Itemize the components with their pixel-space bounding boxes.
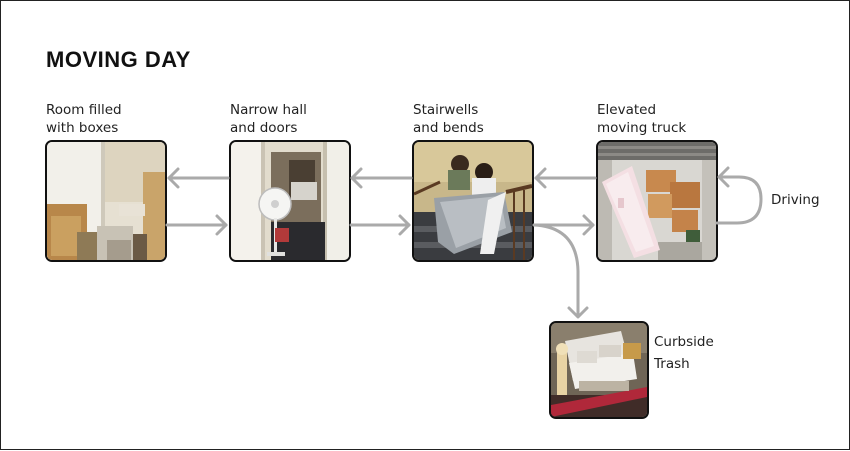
arrow-stairs-to-trash xyxy=(532,223,580,317)
photo-couch-on-curb xyxy=(549,321,649,419)
step-label-stairs: Stairwells and bends xyxy=(413,102,484,136)
step-label-hall: Narrow hall and doors xyxy=(230,102,307,136)
arrow-head-hall-to-room xyxy=(167,167,180,189)
photo-room-with-boxes xyxy=(45,140,167,262)
arrow-head-truck-to-stairs xyxy=(534,167,547,189)
step-label-room: Room filled with boxes xyxy=(46,102,122,136)
photo-truck-interior xyxy=(596,140,718,262)
arrow-head-room-to-hall xyxy=(215,214,228,236)
diagram-title: MOVING DAY xyxy=(46,47,191,72)
arrow-head-driving-loop xyxy=(717,166,730,188)
photo-stairwell-couch xyxy=(412,140,534,262)
loop-label-driving: Driving xyxy=(771,192,820,208)
arrow-head-stairs-to-hall xyxy=(350,167,363,189)
branch-label-trash: Curbside Trash xyxy=(654,334,714,372)
photo-narrow-hallway xyxy=(229,140,351,262)
arrow-head-stairs-to-trash xyxy=(567,306,589,319)
step-label-truck: Elevated moving truck xyxy=(597,102,687,136)
arrow-head-hall-to-stairs xyxy=(398,214,411,236)
arrow-driving-loop xyxy=(715,175,763,225)
arrow-head-stairs-to-truck xyxy=(582,214,595,236)
